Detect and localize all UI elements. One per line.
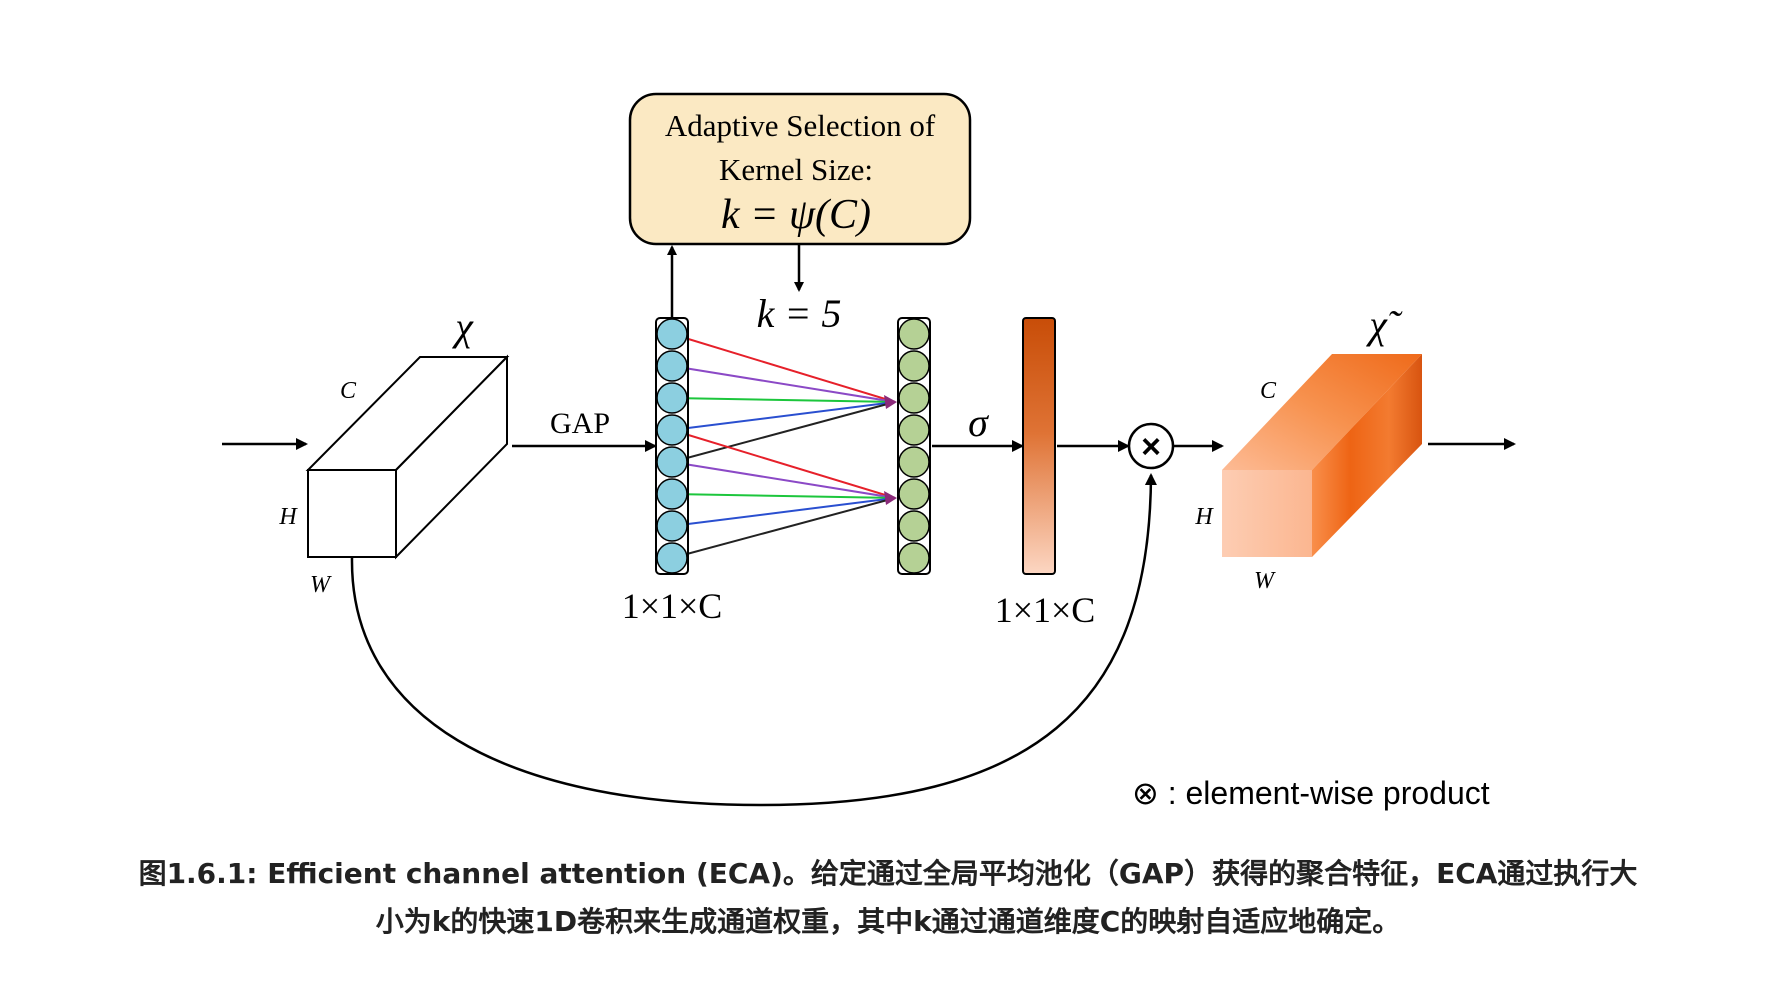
weights-shape-label: 1×1×C bbox=[995, 590, 1096, 630]
caption-line-1: 图1.6.1: Efficient channel attention (ECA… bbox=[138, 857, 1638, 890]
pooled-node bbox=[656, 350, 688, 382]
skip-connection bbox=[350, 473, 1157, 807]
conv-node bbox=[898, 318, 930, 350]
kernel-size-formula: k = ψ(C) bbox=[721, 192, 871, 238]
multiply-symbol: × bbox=[1141, 428, 1161, 466]
pooled-feature-column bbox=[655, 317, 689, 575]
input-feature-cube bbox=[305, 354, 510, 560]
sigmoid-label: σ bbox=[968, 400, 989, 445]
conv-node bbox=[898, 510, 930, 542]
pooled-node bbox=[656, 446, 688, 478]
channel-weights-bar bbox=[1022, 317, 1056, 575]
caption-line-2: 小为k的快速1D卷积来生成通道权重，其中k通过通道维度C的映射自适应地确定。 bbox=[375, 905, 1401, 938]
link-arrowhead-bottom bbox=[884, 491, 897, 505]
input-dim-c: C bbox=[340, 378, 357, 404]
input-dim-h: H bbox=[278, 504, 298, 530]
conv-node bbox=[898, 382, 930, 414]
conv-node bbox=[898, 350, 930, 382]
figure-caption: 图1.6.1: Efficient channel attention (ECA… bbox=[40, 850, 1736, 946]
conv-node bbox=[898, 478, 930, 510]
output-dim-h: H bbox=[1194, 504, 1214, 530]
input-symbol: χ bbox=[451, 304, 474, 349]
conv-node bbox=[898, 446, 930, 478]
output-feature-cube bbox=[1222, 354, 1422, 557]
output-dim-w: W bbox=[1254, 568, 1276, 594]
conv-node bbox=[898, 414, 930, 446]
pooled-node bbox=[656, 510, 688, 542]
link-arrowhead-top bbox=[884, 395, 897, 409]
conv-output-column bbox=[897, 317, 931, 575]
selection-box-line1: Adaptive Selection of bbox=[665, 108, 936, 143]
conv-kernel-links bbox=[671, 333, 896, 559]
pooled-node bbox=[656, 478, 688, 510]
pooled-node bbox=[656, 318, 688, 350]
pooled-node bbox=[656, 542, 688, 574]
multiply-node: × bbox=[1127, 422, 1175, 470]
pooled-node bbox=[656, 382, 688, 414]
pooled-node bbox=[656, 414, 688, 446]
conv-node bbox=[898, 542, 930, 574]
selection-box-line2: Kernel Size: bbox=[719, 152, 873, 187]
gap-label: GAP bbox=[550, 407, 610, 440]
output-symbol: χ̃ bbox=[1365, 302, 1403, 347]
kernel-size-selection-box: Adaptive Selection of Kernel Size: k = ψ… bbox=[628, 92, 972, 246]
output-dim-c: C bbox=[1260, 378, 1277, 404]
legend-element-wise-product: ⊗ : element-wise product bbox=[1132, 775, 1490, 811]
pooled-shape-label: 1×1×C bbox=[622, 586, 723, 626]
input-dim-w: W bbox=[310, 572, 332, 598]
kernel-size-value: k = 5 bbox=[757, 291, 842, 336]
